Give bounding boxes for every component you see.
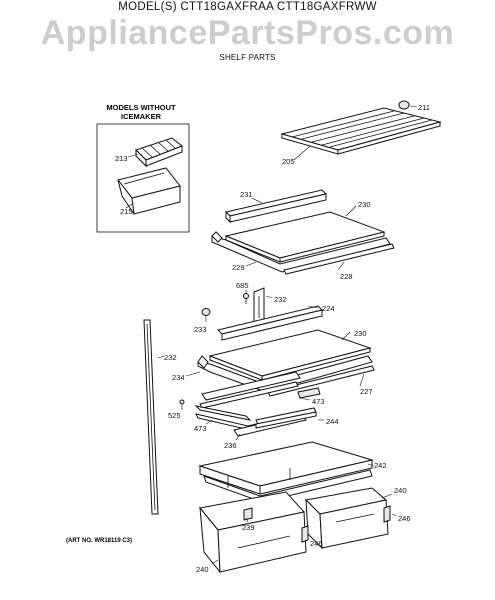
- crisper-drawer-240-left: [199, 491, 307, 574]
- label-685: 685: [236, 281, 249, 290]
- drawer-front-246-right: [383, 505, 391, 523]
- label-236: 236: [224, 441, 237, 450]
- glass-shelf-230-middle: [208, 329, 372, 381]
- label-227: 227: [360, 387, 373, 396]
- wire-shelf-205: [280, 107, 442, 155]
- watermark: AppliancePartsPros.com: [40, 14, 455, 52]
- screw-685: [243, 290, 249, 304]
- label-232-upper: 232: [274, 295, 287, 304]
- label-231: 231: [240, 190, 253, 199]
- label-228: 228: [340, 272, 353, 281]
- label-240-right: 240: [394, 486, 407, 495]
- callout-box: [96, 123, 190, 233]
- glass-shelf-230-upper: [224, 211, 386, 263]
- label-246-left: 246: [310, 539, 323, 548]
- rail-228: [283, 243, 395, 275]
- crisper-cover-242: [198, 441, 374, 503]
- label-229: 229: [232, 263, 245, 272]
- label-242: 242: [374, 461, 387, 470]
- rail-244: [255, 407, 317, 429]
- shelf-frame-234: [197, 355, 373, 393]
- label-239: 239: [242, 523, 255, 532]
- screw-525: [179, 399, 185, 410]
- callout-title-line2: ICEMAKER: [120, 112, 161, 121]
- trim-231: [225, 189, 327, 224]
- support-473-upper: [199, 371, 321, 409]
- callout-title-line1: MODELS WITHOUT: [106, 103, 176, 112]
- cap-233: [201, 308, 211, 322]
- label-244: 244: [326, 417, 339, 426]
- art-number: (ART NO. WR18119 C3): [66, 538, 133, 544]
- label-246-right: 246: [398, 514, 411, 523]
- icemaker-callout-title: MODELS WITHOUT ICEMAKER: [96, 103, 186, 121]
- label-213: 213: [115, 154, 128, 163]
- label-215: 215: [120, 207, 133, 216]
- trim-224: [217, 305, 323, 341]
- drawer-front-246-left: [301, 525, 309, 543]
- crisper-drawer-240-right: [304, 487, 389, 550]
- ice-tray-213: [135, 137, 183, 168]
- section-title: SHELF PARTS: [219, 53, 276, 62]
- label-224: 224: [322, 304, 335, 313]
- label-234: 234: [172, 373, 185, 382]
- label-525: 525: [168, 411, 181, 420]
- bracket-232-upper: [253, 287, 265, 325]
- label-205: 205: [282, 157, 295, 166]
- knob-211: [398, 100, 418, 110]
- label-473-upper: 473: [312, 397, 325, 406]
- label-211: 211: [418, 103, 430, 112]
- divider-239: [243, 507, 253, 521]
- label-230-middle: 230: [354, 329, 367, 338]
- label-233: 233: [194, 325, 207, 334]
- label-230-upper: 230: [358, 200, 371, 209]
- vertical-rail-232: [143, 319, 159, 515]
- label-232-lower: 232: [164, 353, 177, 362]
- model-line: MODEL(S) CTT18GAXFRAA CTT18GAXFRWW: [118, 1, 377, 13]
- label-240-left: 240: [196, 565, 209, 574]
- rail-227: [267, 365, 375, 397]
- label-473-lower: 473: [194, 424, 207, 433]
